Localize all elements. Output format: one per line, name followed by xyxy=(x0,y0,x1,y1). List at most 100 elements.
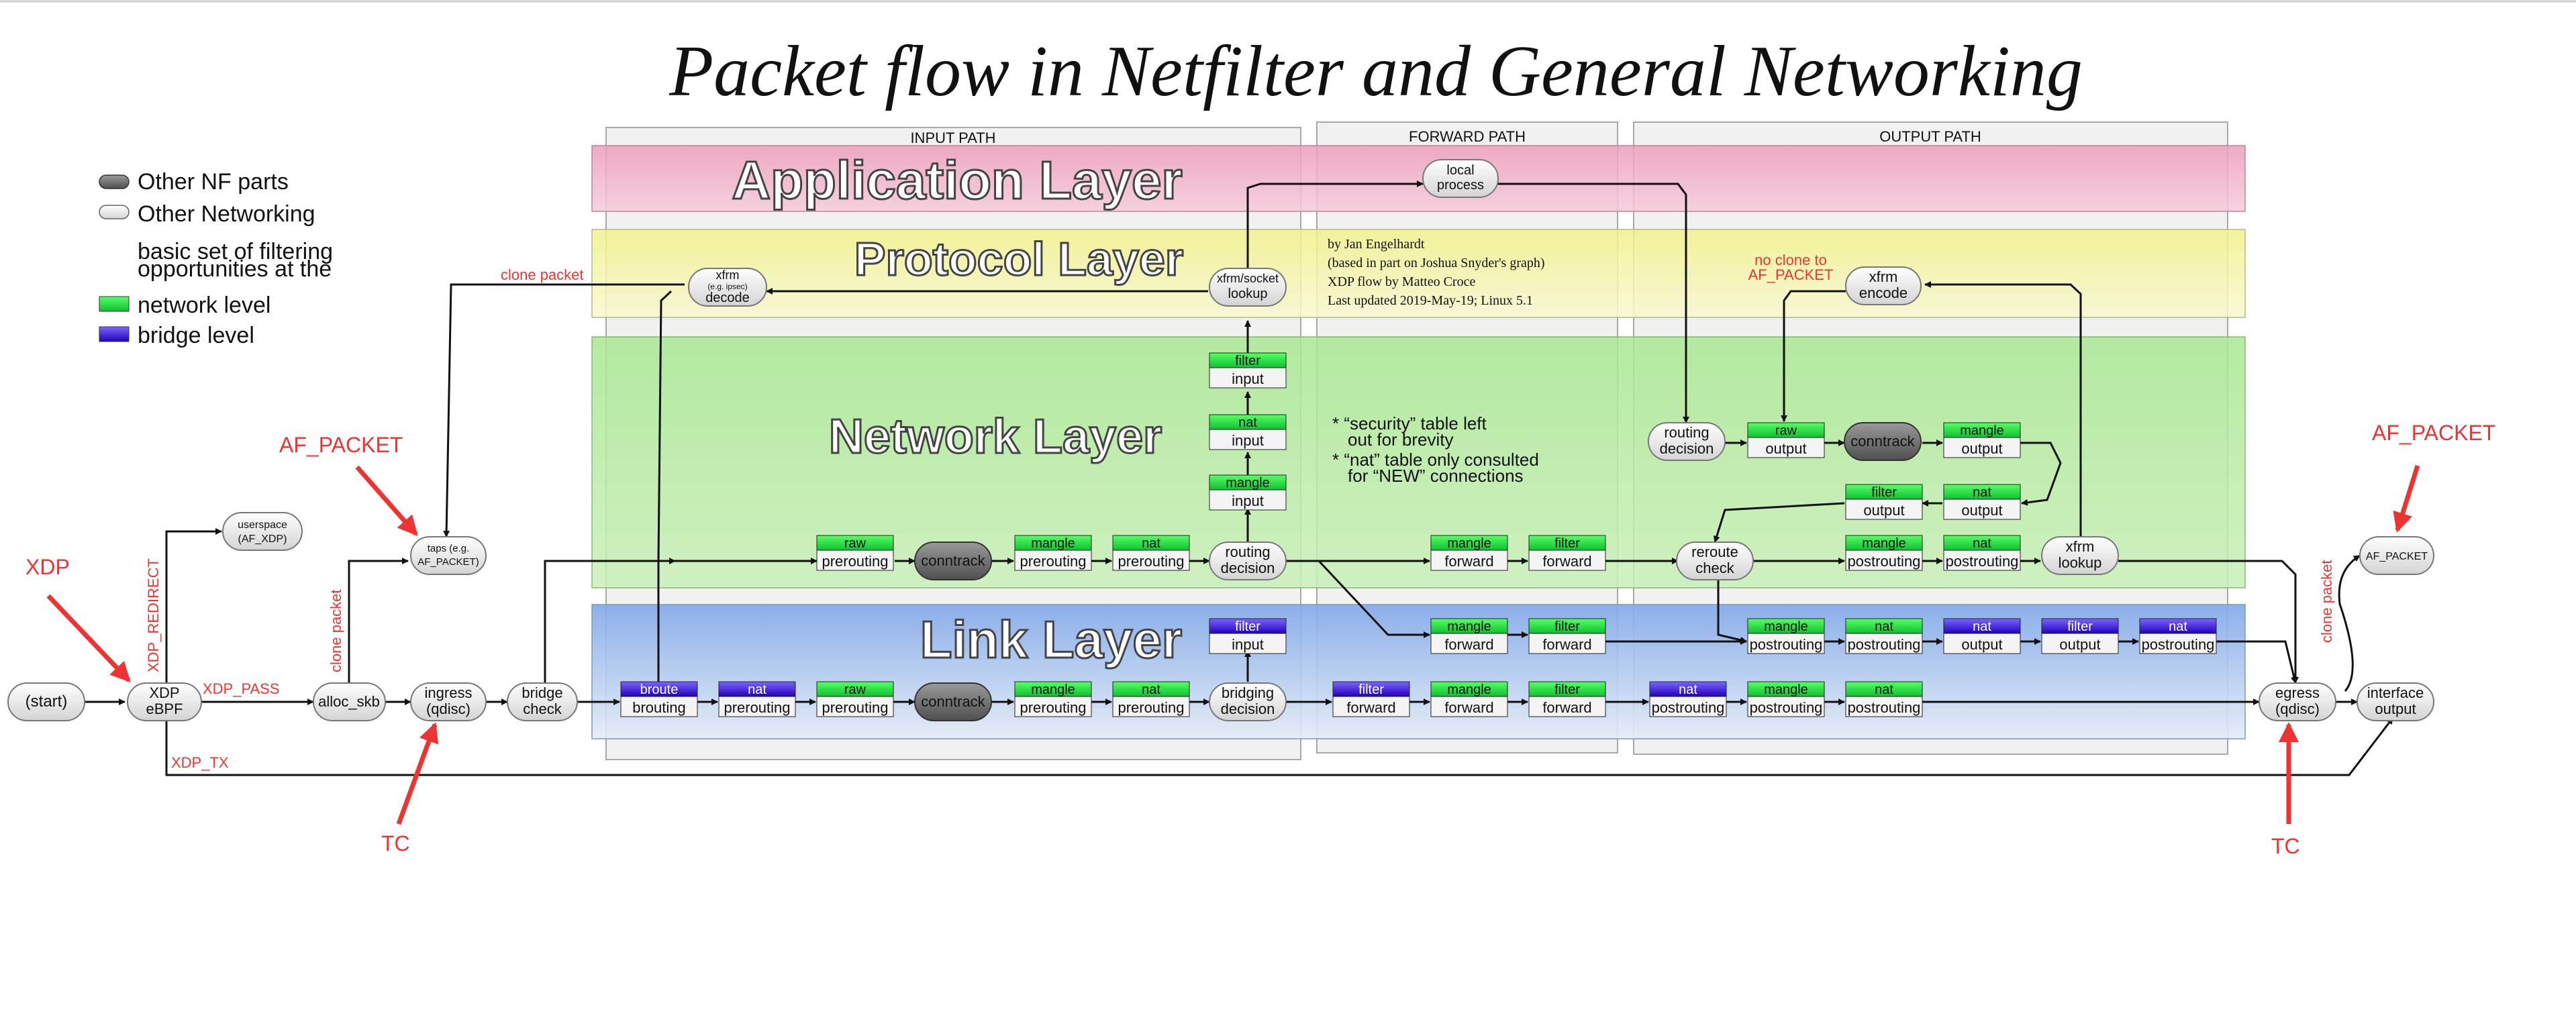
chain-broute-brouting: broute brouting xyxy=(620,681,698,717)
egress-label-2: (qdisc) xyxy=(2275,701,2320,717)
chain-filter-forward: filter forward xyxy=(1528,535,1606,571)
af-packet-node: AF_PACKET xyxy=(2359,536,2434,575)
chain-output: output xyxy=(1961,636,2002,653)
legend-bridge-level-swatch xyxy=(99,326,130,342)
routing-decision-label-1: routing xyxy=(1225,544,1270,560)
no-clone-label-1: no clone to xyxy=(1754,252,1827,268)
chain-nat-postrouting: nat postrouting xyxy=(1845,618,1923,654)
xdp-pass-label: XDP_PASS xyxy=(203,680,280,697)
xfrm-encode-label-2: encode xyxy=(1859,285,1908,301)
chain-filter-output: filter output xyxy=(1845,484,1923,520)
output-routing-label-1: routing xyxy=(1664,424,1709,441)
af-packet-right-callout-label: AF_PACKET xyxy=(2372,421,2495,445)
chain-forward: forward xyxy=(1542,699,1591,716)
xfrm-decode-label-2: (e.g. ipsec) xyxy=(707,282,747,291)
xfrm-encode-label-1: xfrm xyxy=(1869,268,1898,285)
input-path-label: INPUT PATH xyxy=(910,130,995,146)
table-mangle: mangle xyxy=(1960,423,2004,438)
chain-output: output xyxy=(2059,636,2100,653)
callouts: XDP AF_PACKET TC AF_PACKET TC xyxy=(26,421,2495,858)
tc-right-callout-label: TC xyxy=(2271,834,2300,858)
table-nat: nat xyxy=(1142,682,1160,697)
chain-nat-input: nat input xyxy=(1209,414,1287,450)
chain-filter-input: filter input xyxy=(1209,352,1287,389)
conntrack-label: conntrack xyxy=(921,693,985,710)
table-filter: filter xyxy=(1554,682,1580,697)
table-mangle: mangle xyxy=(1447,536,1491,551)
output-routing-label-2: decision xyxy=(1660,440,1714,457)
legend-network-level-label: network level xyxy=(138,293,270,318)
chain-filter-forward: filter forward xyxy=(1528,681,1606,717)
xfrm-encode-node: xfrm encode xyxy=(1845,266,1922,305)
table-filter: filter xyxy=(1235,619,1260,634)
xfrm-decode-label-3: decode xyxy=(705,291,750,305)
note-nat: * “nat” table only consulted xyxy=(1332,450,1539,470)
chain-nat-postrouting: nat postrouting xyxy=(1649,681,1727,717)
table-filter: filter xyxy=(1871,485,1897,500)
local-process-label-2: process xyxy=(1437,178,1484,193)
note-nat-2: for “NEW” connections xyxy=(1348,466,1524,486)
chain-forward: forward xyxy=(1542,553,1591,570)
conntrack-label: conntrack xyxy=(1850,433,1915,450)
chain-mangle-prerouting: mangle prerouting xyxy=(1014,681,1092,717)
xdp-ebpf-label-2: eBPF xyxy=(146,701,183,717)
table-mangle: mangle xyxy=(1031,682,1075,697)
chain-postrouting: postrouting xyxy=(1848,553,1921,570)
chain-prerouting: prerouting xyxy=(822,553,888,570)
chain-forward: forward xyxy=(1444,553,1493,570)
table-filter: filter xyxy=(2067,619,2093,634)
chain-nat-postrouting: nat postrouting xyxy=(1845,681,1923,717)
af-packet-right-callout-arrow xyxy=(2393,464,2420,533)
legend-basic-line2: opportunities at the xyxy=(138,256,332,282)
reroute-check-node: reroute check xyxy=(1676,541,1754,580)
table-nat: nat xyxy=(1238,415,1257,430)
chain-raw-prerouting: raw prerouting xyxy=(816,535,894,571)
credit-xdp: XDP flow by Matteo Croce xyxy=(1328,274,1475,289)
conntrack-node: conntrack xyxy=(1844,422,1922,461)
reroute-check-label-2: check xyxy=(1695,560,1734,576)
chain-postrouting: postrouting xyxy=(1652,699,1725,716)
taps-label-1: taps (e.g. xyxy=(428,543,470,554)
legend-networking-label: Other Networking xyxy=(138,201,315,227)
chain-input: input xyxy=(1232,370,1264,387)
chain-mangle-forward: mangle forward xyxy=(1430,535,1508,571)
table-nat: nat xyxy=(1875,682,1893,697)
table-filter: filter xyxy=(1235,354,1260,368)
table-raw: raw xyxy=(844,682,866,697)
af-packet-node-label: AF_PACKET xyxy=(2366,551,2428,562)
legend-nf-parts-label: Other NF parts xyxy=(138,169,289,195)
tc-left-callout-label: TC xyxy=(381,831,410,856)
note-security: * “security” table left xyxy=(1332,413,1487,433)
table-nat: nat xyxy=(1973,485,1991,500)
protocol-layer-band xyxy=(591,229,2246,318)
chain-forward: forward xyxy=(1444,699,1493,716)
table-nat: nat xyxy=(1142,536,1160,551)
table-mangle: mangle xyxy=(1226,476,1270,491)
table-mangle: mangle xyxy=(1031,536,1075,551)
legend-network-level-swatch xyxy=(99,296,130,312)
chain-output: output xyxy=(1765,440,1806,457)
credit-author: by Jan Engelhardt xyxy=(1328,237,1425,252)
xfrm-decode-label-1: xfrm xyxy=(716,268,740,282)
chain-output: output xyxy=(1961,440,2002,457)
notes: * “security” table left out for brevity … xyxy=(1332,413,1539,486)
bridging-decision-label-1: bridging xyxy=(1222,684,1274,701)
chain-raw-output: raw output xyxy=(1747,422,1825,458)
table-broute: broute xyxy=(640,682,679,697)
table-filter: filter xyxy=(1554,536,1580,551)
chain-brouting: brouting xyxy=(632,699,686,716)
legend-basic-line1: basic set of filtering xyxy=(138,239,333,264)
table-mangle: mangle xyxy=(1764,682,1808,697)
legend: Other NF parts Other Networking basic se… xyxy=(99,169,333,348)
output-path-label: OUTPUT PATH xyxy=(1879,128,1981,145)
table-mangle: mangle xyxy=(1447,682,1491,697)
clone-packet-label: clone packet xyxy=(2318,560,2335,643)
routing-decision-node: routing decision xyxy=(1209,541,1287,580)
conntrack-node: conntrack xyxy=(914,541,992,580)
xfrm-decode-node: xfrm (e.g. ipsec) decode xyxy=(688,268,767,307)
chain-prerouting: prerouting xyxy=(1020,553,1086,570)
legend-nf-parts-swatch xyxy=(99,174,130,189)
userspace-label-2: (AF_XDP) xyxy=(238,533,287,545)
af-packet-left-callout-arrow xyxy=(355,465,418,537)
socket-lookup-label-2: lookup xyxy=(1228,287,1268,301)
